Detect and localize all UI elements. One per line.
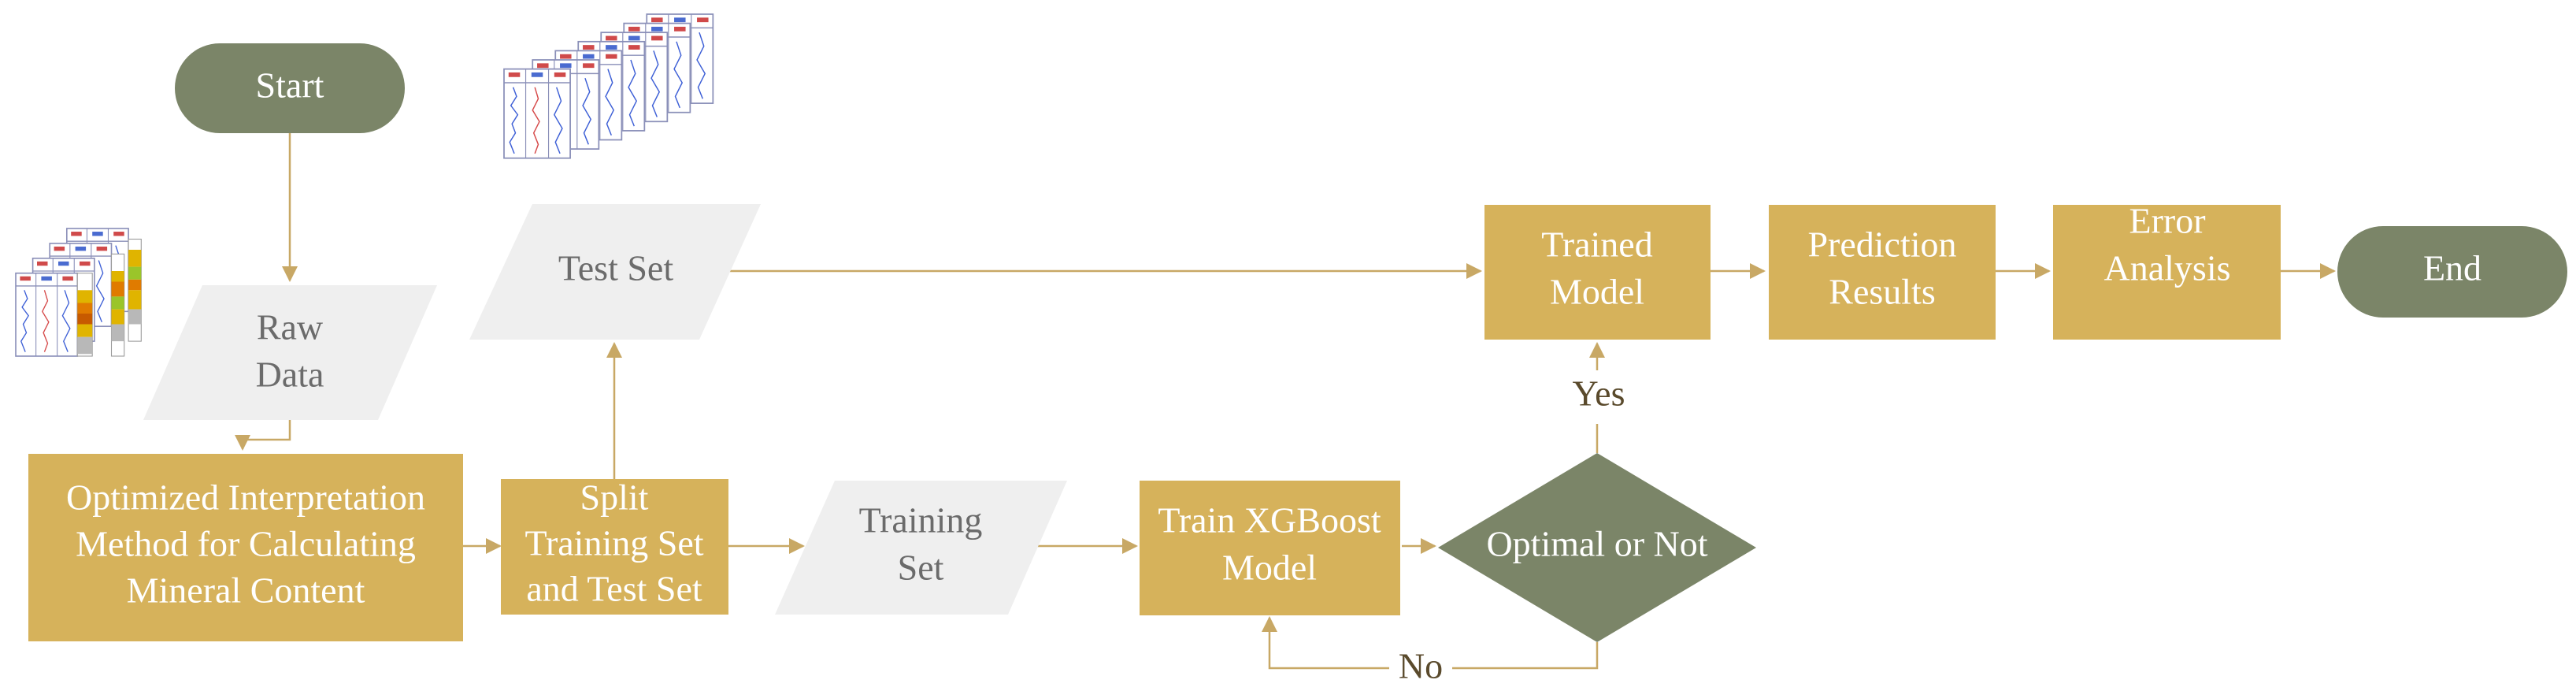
split-label-line1: Split [580,477,649,518]
edge-raw-data-to-method [235,420,291,451]
optimized-method-node: Optimized Interpretation Method for Calc… [28,454,463,641]
error-analysis-label-line2: Analysis [2104,248,2231,288]
split-node: Split Training Set and Test Set [501,477,728,615]
optimized-method-label-line3: Mineral Content [127,570,365,611]
test-set-label: Test Set [558,248,673,288]
split-label-line3: and Test Set [526,569,702,609]
end-node: End [2337,226,2567,318]
trained-model-label-line2: Model [1550,272,1644,312]
train-xgboost-label-line2: Model [1222,548,1317,588]
start-node: Start [175,43,405,133]
well-log-stack-left [15,228,142,357]
optimized-method-label-line2: Method for Calculating [76,524,416,564]
training-set-label-line1: Training [859,500,983,541]
end-label: End [2423,248,2481,288]
edge-decision-no-to-train-model-arrow [1262,616,1389,670]
prediction-results-label-line1: Prediction [1807,225,1956,265]
trained-model-node: Trained Model [1484,205,1711,340]
raw-data-label-line2: Data [256,355,324,395]
error-analysis-label-line1: Error [2129,201,2205,241]
prediction-results-node: Prediction Results [1769,205,1996,340]
training-set-label-line2: Set [898,548,944,588]
training-set-node: Training Set [775,481,1067,615]
optimized-method-label-line1: Optimized Interpretation [66,477,425,518]
train-xgboost-node: Train XGBoost Model [1140,481,1400,615]
no-label: No [1399,646,1443,686]
test-set-node: Test Set [469,204,761,340]
start-label: Start [256,65,324,106]
raw-data-node: Raw Data [143,285,437,420]
well-log-stack-top [503,13,714,159]
optimal-decision-node: Optimal or Not [1438,453,1756,642]
trained-model-label-line1: Trained [1541,225,1652,265]
yes-label: Yes [1573,373,1625,414]
prediction-results-label-line2: Results [1829,272,1935,312]
train-xgboost-label-line1: Train XGBoost [1158,500,1381,541]
error-analysis-node: Error Analysis [2053,201,2281,340]
edge-decision-no-to-train-model [1452,642,1599,670]
raw-data-label-line1: Raw [257,307,324,347]
split-label-line2: Training Set [524,523,703,563]
decision-label: Optimal or Not [1486,524,1707,564]
